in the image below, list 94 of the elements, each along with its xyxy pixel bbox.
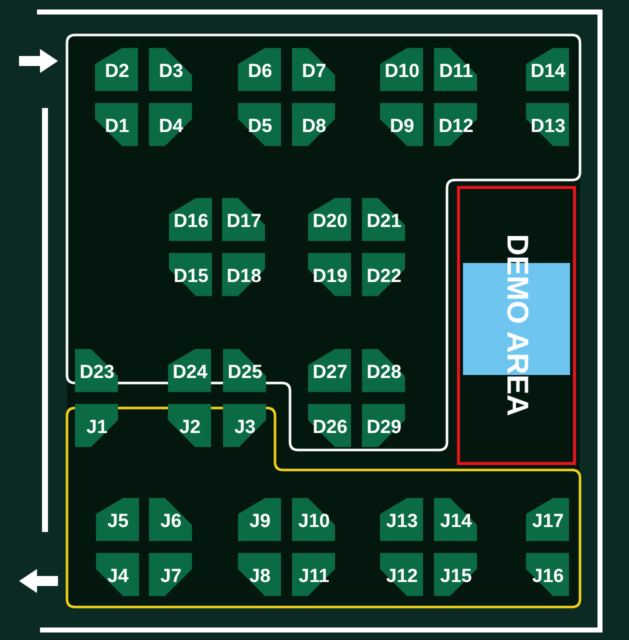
booth-tile — [524, 553, 572, 596]
booth-tile — [290, 103, 338, 146]
booth-number: J11 — [298, 567, 330, 586]
booth-tile — [94, 498, 142, 541]
booth-tile — [73, 404, 121, 447]
booth-tile — [432, 48, 480, 91]
booth-tile — [221, 349, 269, 392]
booth-tile — [93, 48, 141, 91]
booth-tile — [378, 553, 426, 596]
booth-number: D27 — [312, 363, 348, 382]
booth-number: J15 — [440, 567, 472, 586]
zone-label: DEMO AREA — [502, 234, 532, 417]
booth-number: D14 — [530, 62, 566, 81]
booth-tile — [236, 553, 284, 596]
booth-tile — [524, 48, 572, 91]
booth-number: J8 — [249, 567, 271, 586]
booth-number: D5 — [248, 117, 272, 136]
booth-tile — [166, 404, 214, 447]
booth-number: D10 — [384, 62, 420, 81]
booth-tile — [166, 349, 214, 392]
booth-tile — [524, 498, 572, 541]
booth-number: J7 — [160, 567, 182, 586]
booth-number: D21 — [366, 212, 402, 231]
booth-number: D7 — [302, 62, 326, 81]
booth-tile — [306, 253, 354, 296]
booth-number: D19 — [312, 267, 348, 286]
booth-tile — [432, 553, 480, 596]
booth-tile — [94, 553, 142, 596]
booth-tile — [290, 553, 338, 596]
booth-number: J9 — [249, 512, 271, 531]
booth-number: J5 — [107, 512, 129, 531]
booth-tile — [167, 198, 215, 241]
booth-number: J4 — [107, 567, 129, 586]
booth-tile — [73, 349, 121, 392]
booth-tile — [147, 553, 195, 596]
booth-tile — [306, 349, 354, 392]
booth-tile — [147, 48, 195, 91]
booth-number: J14 — [440, 512, 472, 531]
booth-number: J2 — [179, 418, 201, 437]
booth-tile — [236, 103, 284, 146]
booth-number: D22 — [366, 267, 402, 286]
booth-tile — [360, 198, 408, 241]
booth-number: D28 — [366, 363, 402, 382]
booth-tile — [290, 498, 338, 541]
booth-number: J6 — [160, 512, 182, 531]
booth-tile — [306, 404, 354, 447]
booth-number: J3 — [234, 418, 256, 437]
booth-number: D20 — [312, 212, 348, 231]
booth-number: D2 — [104, 62, 130, 81]
booth-number: J17 — [532, 512, 564, 531]
booth-number: D11 — [439, 62, 473, 81]
booth-number: J10 — [298, 512, 330, 531]
booth-tile — [378, 48, 426, 91]
booth-tile — [147, 103, 195, 146]
booth-tile — [524, 103, 572, 146]
booth-tile — [236, 498, 284, 541]
booth-number: J13 — [386, 512, 418, 531]
booth-tile — [360, 253, 408, 296]
booth-tile — [93, 103, 141, 146]
booth-tile — [236, 48, 284, 91]
booth-number: D6 — [248, 62, 272, 81]
booth-tile — [432, 103, 480, 146]
booth-tile — [221, 404, 269, 447]
booth-number: D13 — [530, 117, 566, 136]
booth-tile — [306, 198, 354, 241]
booth-number: D17 — [226, 212, 262, 231]
booth-number: J16 — [532, 567, 564, 586]
booth-tile — [378, 103, 426, 146]
booth-number: D3 — [158, 62, 184, 81]
booth-number: D12 — [438, 117, 474, 136]
booth-tile — [360, 404, 408, 447]
booth-number: J12 — [386, 567, 418, 586]
booth-number: D16 — [174, 212, 208, 231]
booth-number: J1 — [86, 418, 108, 437]
booth-tile — [290, 48, 338, 91]
booth-number: D4 — [158, 117, 184, 136]
booth-number: D9 — [390, 117, 414, 136]
booth-tile — [220, 253, 268, 296]
booth-number: D23 — [80, 363, 114, 382]
booth-tile — [360, 349, 408, 392]
booth-number: D18 — [226, 267, 262, 286]
booth-tile — [378, 498, 426, 541]
demo-area-zone — [457, 186, 576, 465]
booth-tile — [147, 498, 195, 541]
booth-tile — [220, 198, 268, 241]
booth-number: D1 — [104, 117, 130, 136]
booth-tile — [432, 498, 480, 541]
booth-number: D8 — [302, 117, 326, 136]
booth-tile — [167, 253, 215, 296]
booth-number: D29 — [366, 418, 402, 437]
booth-number: D15 — [174, 267, 208, 286]
booth-number: D25 — [228, 363, 262, 382]
booth-number: D24 — [172, 363, 208, 382]
booth-number: D26 — [312, 418, 348, 437]
